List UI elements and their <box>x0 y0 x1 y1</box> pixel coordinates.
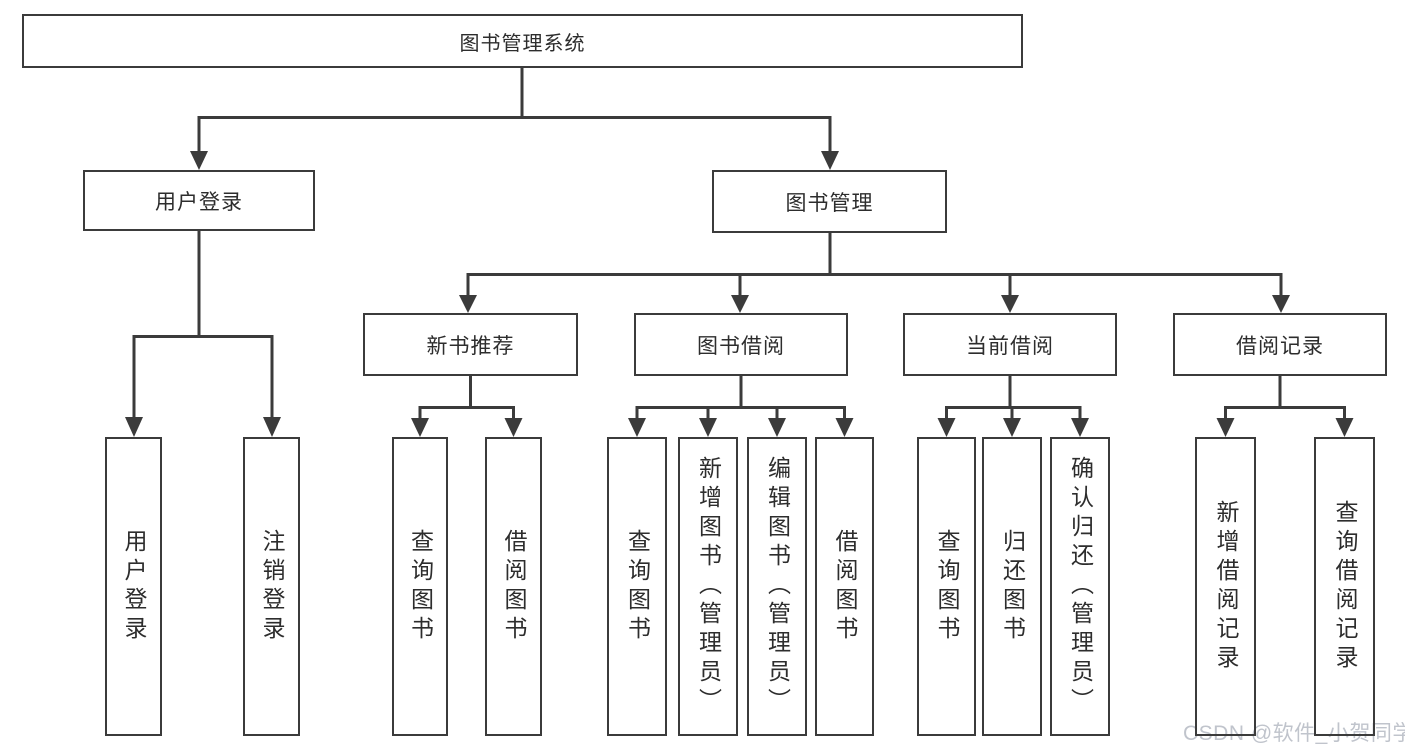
leaf-br-add-borrow-record: 新增借阅记录 <box>1195 437 1256 736</box>
leaf-cb-confirm-return-admin: 确认归还（管理员） <box>1050 437 1110 736</box>
leaf-bb-edit-books-admin: 编辑图书（管理员） <box>747 437 807 736</box>
node-root: 图书管理系统 <box>22 14 1023 68</box>
node-user-login-label: 用户登录 <box>155 190 243 214</box>
leaf-logout-login: 注销登录 <box>243 437 300 736</box>
leaf-bb-borrow-books-label: 借阅图书 <box>832 528 858 645</box>
leaf-nb-borrow-books: 借阅图书 <box>485 437 542 736</box>
node-root-label: 图书管理系统 <box>459 32 586 55</box>
leaf-bb-borrow-books: 借阅图书 <box>815 437 874 736</box>
node-user-login: 用户登录 <box>83 170 315 231</box>
leaf-bb-add-books-admin: 新增图书（管理员） <box>678 437 738 736</box>
leaf-cb-return-books: 归还图书 <box>982 437 1042 736</box>
node-borrowing-records-label: 借阅记录 <box>1236 334 1324 358</box>
leaf-user-login-label: 用户登录 <box>121 528 147 645</box>
node-book-management: 图书管理 <box>712 170 947 233</box>
node-new-book-recommendation: 新书推荐 <box>363 313 578 376</box>
leaf-logout-login-label: 注销登录 <box>259 528 285 645</box>
leaf-nb-borrow-books-label: 借阅图书 <box>501 528 527 645</box>
leaf-user-login: 用户登录 <box>105 437 162 736</box>
leaf-br-query-borrow-record-label: 查询借阅记录 <box>1332 499 1358 674</box>
leaf-br-query-borrow-record: 查询借阅记录 <box>1314 437 1375 736</box>
leaf-br-add-borrow-record-label: 新增借阅记录 <box>1213 499 1239 674</box>
node-current-borrowing: 当前借阅 <box>903 313 1117 376</box>
leaf-cb-query-books: 查询图书 <box>917 437 976 736</box>
node-book-management-label: 图书管理 <box>785 191 874 215</box>
node-book-borrowing-label: 图书借阅 <box>697 334 785 358</box>
node-borrowing-records: 借阅记录 <box>1173 313 1387 376</box>
leaf-cb-query-books-label: 查询图书 <box>934 528 960 645</box>
leaf-bb-add-books-admin-label: 新增图书（管理员） <box>695 456 722 717</box>
leaf-cb-return-books-label: 归还图书 <box>999 528 1026 645</box>
leaf-bb-query-books: 查询图书 <box>607 437 667 736</box>
node-new-book-recommendation-label: 新书推荐 <box>426 334 515 358</box>
node-book-borrowing: 图书借阅 <box>634 313 848 376</box>
leaf-bb-edit-books-admin-label: 编辑图书（管理员） <box>764 456 791 717</box>
leaf-nb-query-books: 查询图书 <box>392 437 448 736</box>
node-current-borrowing-label: 当前借阅 <box>966 334 1054 358</box>
leaf-cb-confirm-return-admin-label: 确认归还（管理员） <box>1067 456 1094 717</box>
leaf-nb-query-books-label: 查询图书 <box>407 528 434 645</box>
leaf-bb-query-books-label: 查询图书 <box>624 528 651 645</box>
csdn-watermark: CSDN @软件_小贺同学 <box>1183 722 1405 745</box>
